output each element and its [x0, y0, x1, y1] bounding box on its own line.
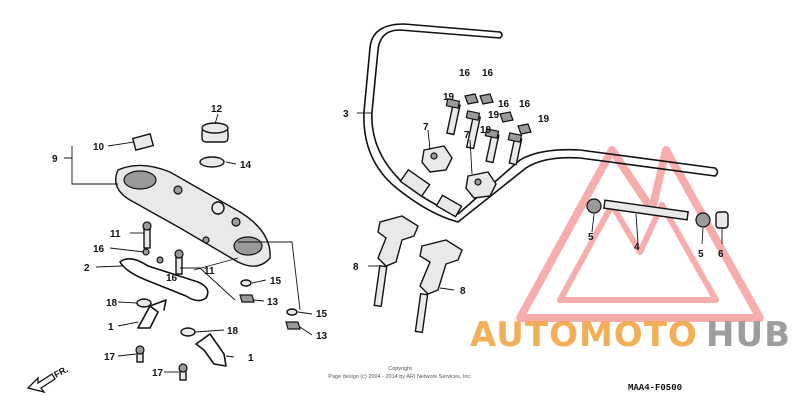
plate-10 [131, 133, 155, 151]
arrow-icon [26, 373, 56, 394]
callout-17: 17 [104, 352, 116, 363]
watermark-triangle-inner [557, 202, 719, 303]
clamp-1 [195, 333, 227, 367]
callout-9: 9 [52, 154, 58, 165]
callout-19: 19 [538, 114, 550, 125]
wire-clip-2 [119, 258, 209, 302]
callout-7: 7 [423, 122, 429, 133]
copyright-line-1: Copyright [388, 366, 412, 372]
callout-16: 16 [93, 244, 105, 255]
callout-8: 8 [353, 262, 359, 273]
knurled-section [435, 194, 463, 218]
callout-5: 5 [588, 232, 594, 243]
diagram-code: MAA4-F0500 [628, 383, 682, 393]
callout-11: 11 [110, 229, 121, 240]
nut-13 [285, 321, 301, 330]
upper-holder-right [465, 171, 497, 199]
callout-13: 13 [267, 297, 279, 308]
callout-15: 15 [270, 276, 282, 287]
nut-16 [517, 123, 532, 135]
callout-16: 16 [482, 68, 494, 79]
callout-4: 4 [634, 242, 640, 253]
callout-18: 18 [227, 326, 239, 337]
washer-18 [136, 298, 152, 308]
direction-label: FR. [52, 364, 69, 380]
washer-15 [286, 308, 298, 316]
callout-8: 8 [460, 286, 466, 297]
bolt-19 [445, 98, 461, 136]
callout-16: 16 [459, 68, 471, 79]
bolt-11 [142, 221, 152, 249]
copyright-line-2: Page design (c) 2004 - 2014 by ARI Netwo… [328, 374, 472, 380]
watermark-text-a: AUTOMOTO [470, 315, 698, 355]
callout-1: 1 [248, 353, 254, 364]
washer-18 [180, 327, 196, 337]
watermark-triangle-outer [516, 146, 764, 322]
bolt-19 [507, 132, 523, 166]
washer-14 [199, 156, 225, 168]
nut-13 [239, 294, 255, 303]
callout-3: 3 [343, 109, 349, 120]
top-bridge [115, 164, 271, 267]
bolt-17 [135, 345, 145, 363]
callout-18: 18 [106, 298, 118, 309]
nut-16 [464, 93, 479, 105]
handlebar [363, 23, 719, 223]
callout-19: 19 [443, 92, 455, 103]
watermark-text: AUTOMOTO HUB [470, 315, 791, 355]
callout-19: 19 [480, 125, 492, 136]
callout-19: 19 [488, 110, 500, 121]
riser-left [373, 215, 419, 308]
knurled-section [399, 168, 431, 198]
callout-5: 5 [698, 249, 704, 260]
callout-6: 6 [718, 249, 724, 260]
nut-16 [479, 93, 494, 105]
washer-15 [240, 279, 252, 287]
callout-15: 15 [316, 309, 328, 320]
bolt-11 [174, 249, 184, 275]
callout-7: 7 [464, 130, 470, 141]
bolt-19 [484, 128, 500, 164]
callout-10: 10 [93, 142, 105, 153]
cap-12 [201, 122, 229, 143]
callout-11: 11 [204, 266, 215, 277]
callout-16: 16 [498, 99, 510, 110]
callout-16: 16 [166, 273, 178, 284]
callout-14: 14 [240, 160, 252, 171]
riser-right [414, 239, 463, 334]
leader-lines [64, 112, 723, 373]
callout-labels: 3 9 10 12 14 11 16 2 16 11 15 13 15 13 1… [52, 68, 724, 379]
callout-1: 1 [108, 322, 114, 333]
callout-17: 17 [152, 368, 164, 379]
front-direction-arrow: FR. [26, 364, 70, 394]
clamp-1 [137, 299, 167, 329]
callout-12: 12 [211, 104, 223, 115]
callout-16: 16 [519, 99, 531, 110]
callout-2: 2 [84, 263, 90, 274]
watermark-logo [516, 146, 764, 322]
nut-16 [499, 111, 514, 123]
nut-16 [156, 256, 164, 264]
bolt-17 [178, 363, 188, 381]
callout-13: 13 [316, 331, 328, 342]
watermark-text-b: HUB [706, 315, 791, 355]
upper-holder-left [421, 145, 453, 173]
